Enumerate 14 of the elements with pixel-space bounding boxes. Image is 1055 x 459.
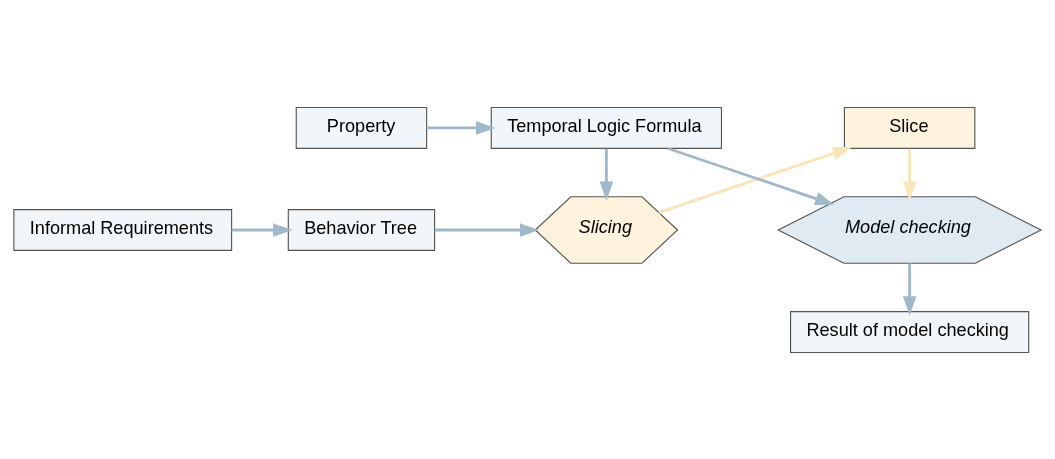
node-box: Informal Requirements xyxy=(13,208,233,251)
node-box: Property xyxy=(295,106,428,149)
node-box: Behavior Tree xyxy=(287,208,436,251)
arrow xyxy=(426,120,496,135)
node-box: Result of model checking xyxy=(790,310,1030,353)
node-box: Slice xyxy=(843,106,976,149)
arrow xyxy=(231,222,293,237)
arrow xyxy=(902,148,917,201)
arrow xyxy=(902,262,917,316)
node-box: Temporal Logic Formula xyxy=(490,106,723,149)
arrow xyxy=(658,146,853,214)
arrow xyxy=(434,222,540,237)
arrow xyxy=(667,146,835,205)
arrow xyxy=(599,148,614,201)
